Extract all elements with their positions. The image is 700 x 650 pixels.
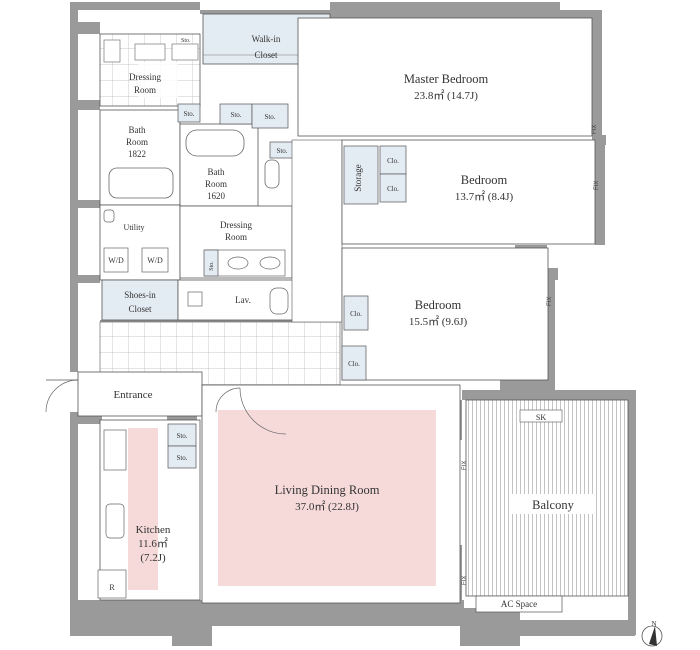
- wardrobe-unit: [103, 39, 121, 63]
- washer-dryer-2: [141, 247, 169, 273]
- master-bedroom-area: 23.8㎡ (14.7J): [414, 89, 478, 102]
- bedroom-2-area: 13.7㎡ (8.4J): [455, 190, 514, 203]
- sto-label-1: Sto.: [183, 110, 194, 118]
- bedroom-3-area: 15.5㎡ (9.6J): [409, 315, 468, 328]
- sto-label-dressing: Sto.: [181, 38, 191, 44]
- sk-box: [519, 409, 563, 423]
- sto-label-7: Sto.: [176, 454, 187, 462]
- bath-room-1822-label-2: Room: [126, 137, 148, 147]
- master-bedroom: [297, 17, 593, 137]
- ac-space-label: AC Space: [501, 599, 537, 609]
- bath-room-1620-label-2: Room: [205, 179, 227, 189]
- dressing-room-2-label-1: Dressing: [220, 220, 252, 230]
- clo-label-4: Clo.: [348, 360, 360, 368]
- clo-label-2: Clo.: [387, 185, 399, 193]
- entrance: [77, 371, 203, 417]
- clo-label-1: Clo.: [387, 157, 399, 165]
- kitchen-area: 11.6㎡: [138, 537, 168, 550]
- utility-sink: [103, 209, 115, 223]
- toilet-2: [269, 287, 289, 315]
- bathtub-1: [108, 167, 174, 199]
- kitchen-tatami: (7.2J): [140, 552, 166, 564]
- refrigerator: [97, 569, 127, 599]
- walk-in-closet-label-2: Closet: [254, 50, 278, 60]
- shoes-in-closet-label-1: Shoes-in: [124, 290, 156, 300]
- fix-label-2: FIX: [594, 181, 600, 190]
- bedroom-3-name: Bedroom: [415, 298, 462, 312]
- sto-label-3: Sto.: [264, 113, 275, 121]
- storage-box-3: [251, 103, 289, 129]
- entrance-door-swing: [45, 379, 79, 413]
- vanity-sink: [134, 43, 166, 61]
- master-bedroom-name: Master Bedroom: [404, 72, 489, 86]
- toilet-1: [264, 159, 280, 189]
- shoes-in-closet-label-2: Closet: [128, 304, 152, 314]
- closet-box-3: [343, 295, 369, 331]
- r-label: R: [109, 583, 115, 592]
- fix-label-5: FIX: [462, 576, 468, 585]
- fix-label-4: FIX: [462, 461, 468, 470]
- shoes-in-closet: [101, 279, 179, 321]
- bedroom-2-name: Bedroom: [461, 173, 508, 187]
- living-area: 37.0㎡ (22.8J): [295, 500, 359, 513]
- living-name: Living Dining Room: [275, 483, 380, 497]
- entrance-label: Entrance: [113, 389, 152, 401]
- bath-room-1620-label-3: 1620: [207, 191, 226, 201]
- bathtub-2: [185, 129, 245, 157]
- bath-room-1822-label-3: 1822: [128, 149, 146, 159]
- north-compass: N: [641, 620, 663, 647]
- stove: [103, 429, 127, 471]
- wd-label-1: W/D: [108, 256, 124, 265]
- dressing-room-2-label-2: Room: [225, 232, 247, 242]
- clo-label-3: Clo.: [350, 310, 362, 318]
- washer-dryer-1: [103, 247, 129, 273]
- sk-label: SK: [536, 413, 546, 422]
- lav-label: Lav.: [235, 295, 251, 305]
- sto-label-2: Sto.: [230, 111, 241, 119]
- living-door-swing-1: [215, 387, 241, 413]
- dressing-room-1-label-2: Room: [134, 85, 156, 95]
- dressing-room-1-label-1: Dressing: [129, 72, 161, 82]
- utility-label: Utility: [124, 223, 145, 232]
- vanity-sink-2: [171, 43, 199, 61]
- bath-room-1620-label-1: Bath: [208, 167, 225, 177]
- north-label: N: [651, 620, 656, 628]
- sto-label-5: Sto.: [209, 261, 215, 271]
- bath-room-1822-label-1: Bath: [129, 125, 146, 135]
- wd-label-2: W/D: [147, 256, 163, 265]
- storage-box-5: [203, 249, 219, 277]
- fix-label-1: FIX: [592, 125, 598, 134]
- ac-space-box: [475, 595, 563, 613]
- kitchen-highlight: [128, 428, 158, 590]
- walk-in-closet-label-1: Walk-in: [252, 34, 281, 44]
- closet-box-1: [379, 145, 407, 175]
- kitchen-sink: [105, 503, 125, 539]
- living-door-swing-2: [239, 387, 287, 435]
- storage-box-7: [167, 445, 197, 469]
- sto-label-4: Sto.: [276, 147, 287, 155]
- living-area-highlight: [218, 410, 436, 586]
- balcony-label: Balcony: [532, 498, 574, 512]
- fix-label-3: FIX: [547, 297, 553, 306]
- closet-box-2: [379, 173, 407, 203]
- storage-box-1: [177, 103, 201, 123]
- closet-box-4: [341, 345, 367, 381]
- storage-label: Storage: [353, 164, 363, 192]
- bedroom-3: [341, 247, 549, 381]
- storage-closet: [343, 145, 379, 205]
- kitchen-name: Kitchen: [136, 524, 171, 536]
- sto-label-6: Sto.: [176, 432, 187, 440]
